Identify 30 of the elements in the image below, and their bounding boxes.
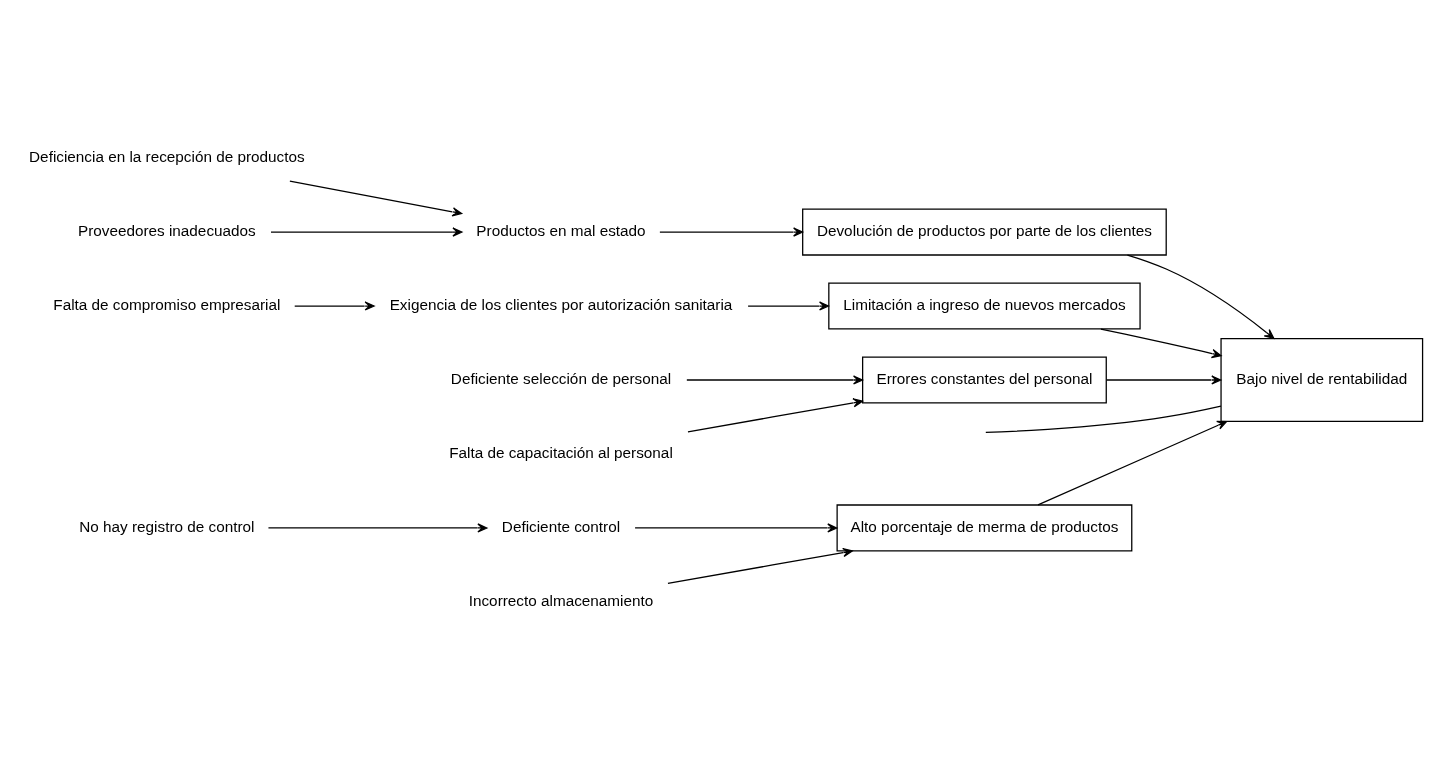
- arrow: [634, 523, 838, 533]
- arrow: [267, 523, 488, 533]
- node-text: Deficiente control: [501, 517, 621, 535]
- arrow: [270, 227, 463, 237]
- node-box: Bajo nivel de rentabilidad: [1220, 337, 1424, 423]
- connector: [985, 405, 1222, 433]
- node-box: Alto porcentaje de merma de productos: [836, 504, 1133, 552]
- arrow: [1105, 375, 1222, 385]
- arrow: [687, 398, 864, 433]
- arrow: [289, 180, 463, 217]
- arrow: [667, 547, 853, 584]
- node-text: Exigencia de los clientes por autorización sanitaria: [389, 295, 733, 313]
- node-box: Devolución de productos por parte de los clientes: [802, 208, 1167, 256]
- node-text: No hay registro de control: [79, 517, 255, 535]
- node-box: Errores constantes del personal: [862, 356, 1107, 404]
- arrow: [1126, 254, 1275, 339]
- node-text: Deficiente selección de personal: [450, 369, 672, 387]
- node-text: Falta de compromiso empresarial: [53, 295, 281, 313]
- node-text: Incorrecto almacenamiento: [468, 591, 654, 609]
- arrow: [1100, 328, 1222, 359]
- arrow: [659, 227, 804, 237]
- node-box: Limitación a ingreso de nuevos mercados: [828, 282, 1141, 330]
- arrow: [1037, 420, 1228, 506]
- arrow: [747, 301, 830, 311]
- arrow: [686, 375, 864, 385]
- arrow: [294, 301, 375, 311]
- node-text: Deficiencia en la recepción de productos: [29, 148, 305, 166]
- node-text: Productos en mal estado: [476, 221, 646, 239]
- node-text: Proveedores inadecuados: [77, 221, 256, 239]
- node-text: Falta de capacitación al personal: [449, 443, 673, 461]
